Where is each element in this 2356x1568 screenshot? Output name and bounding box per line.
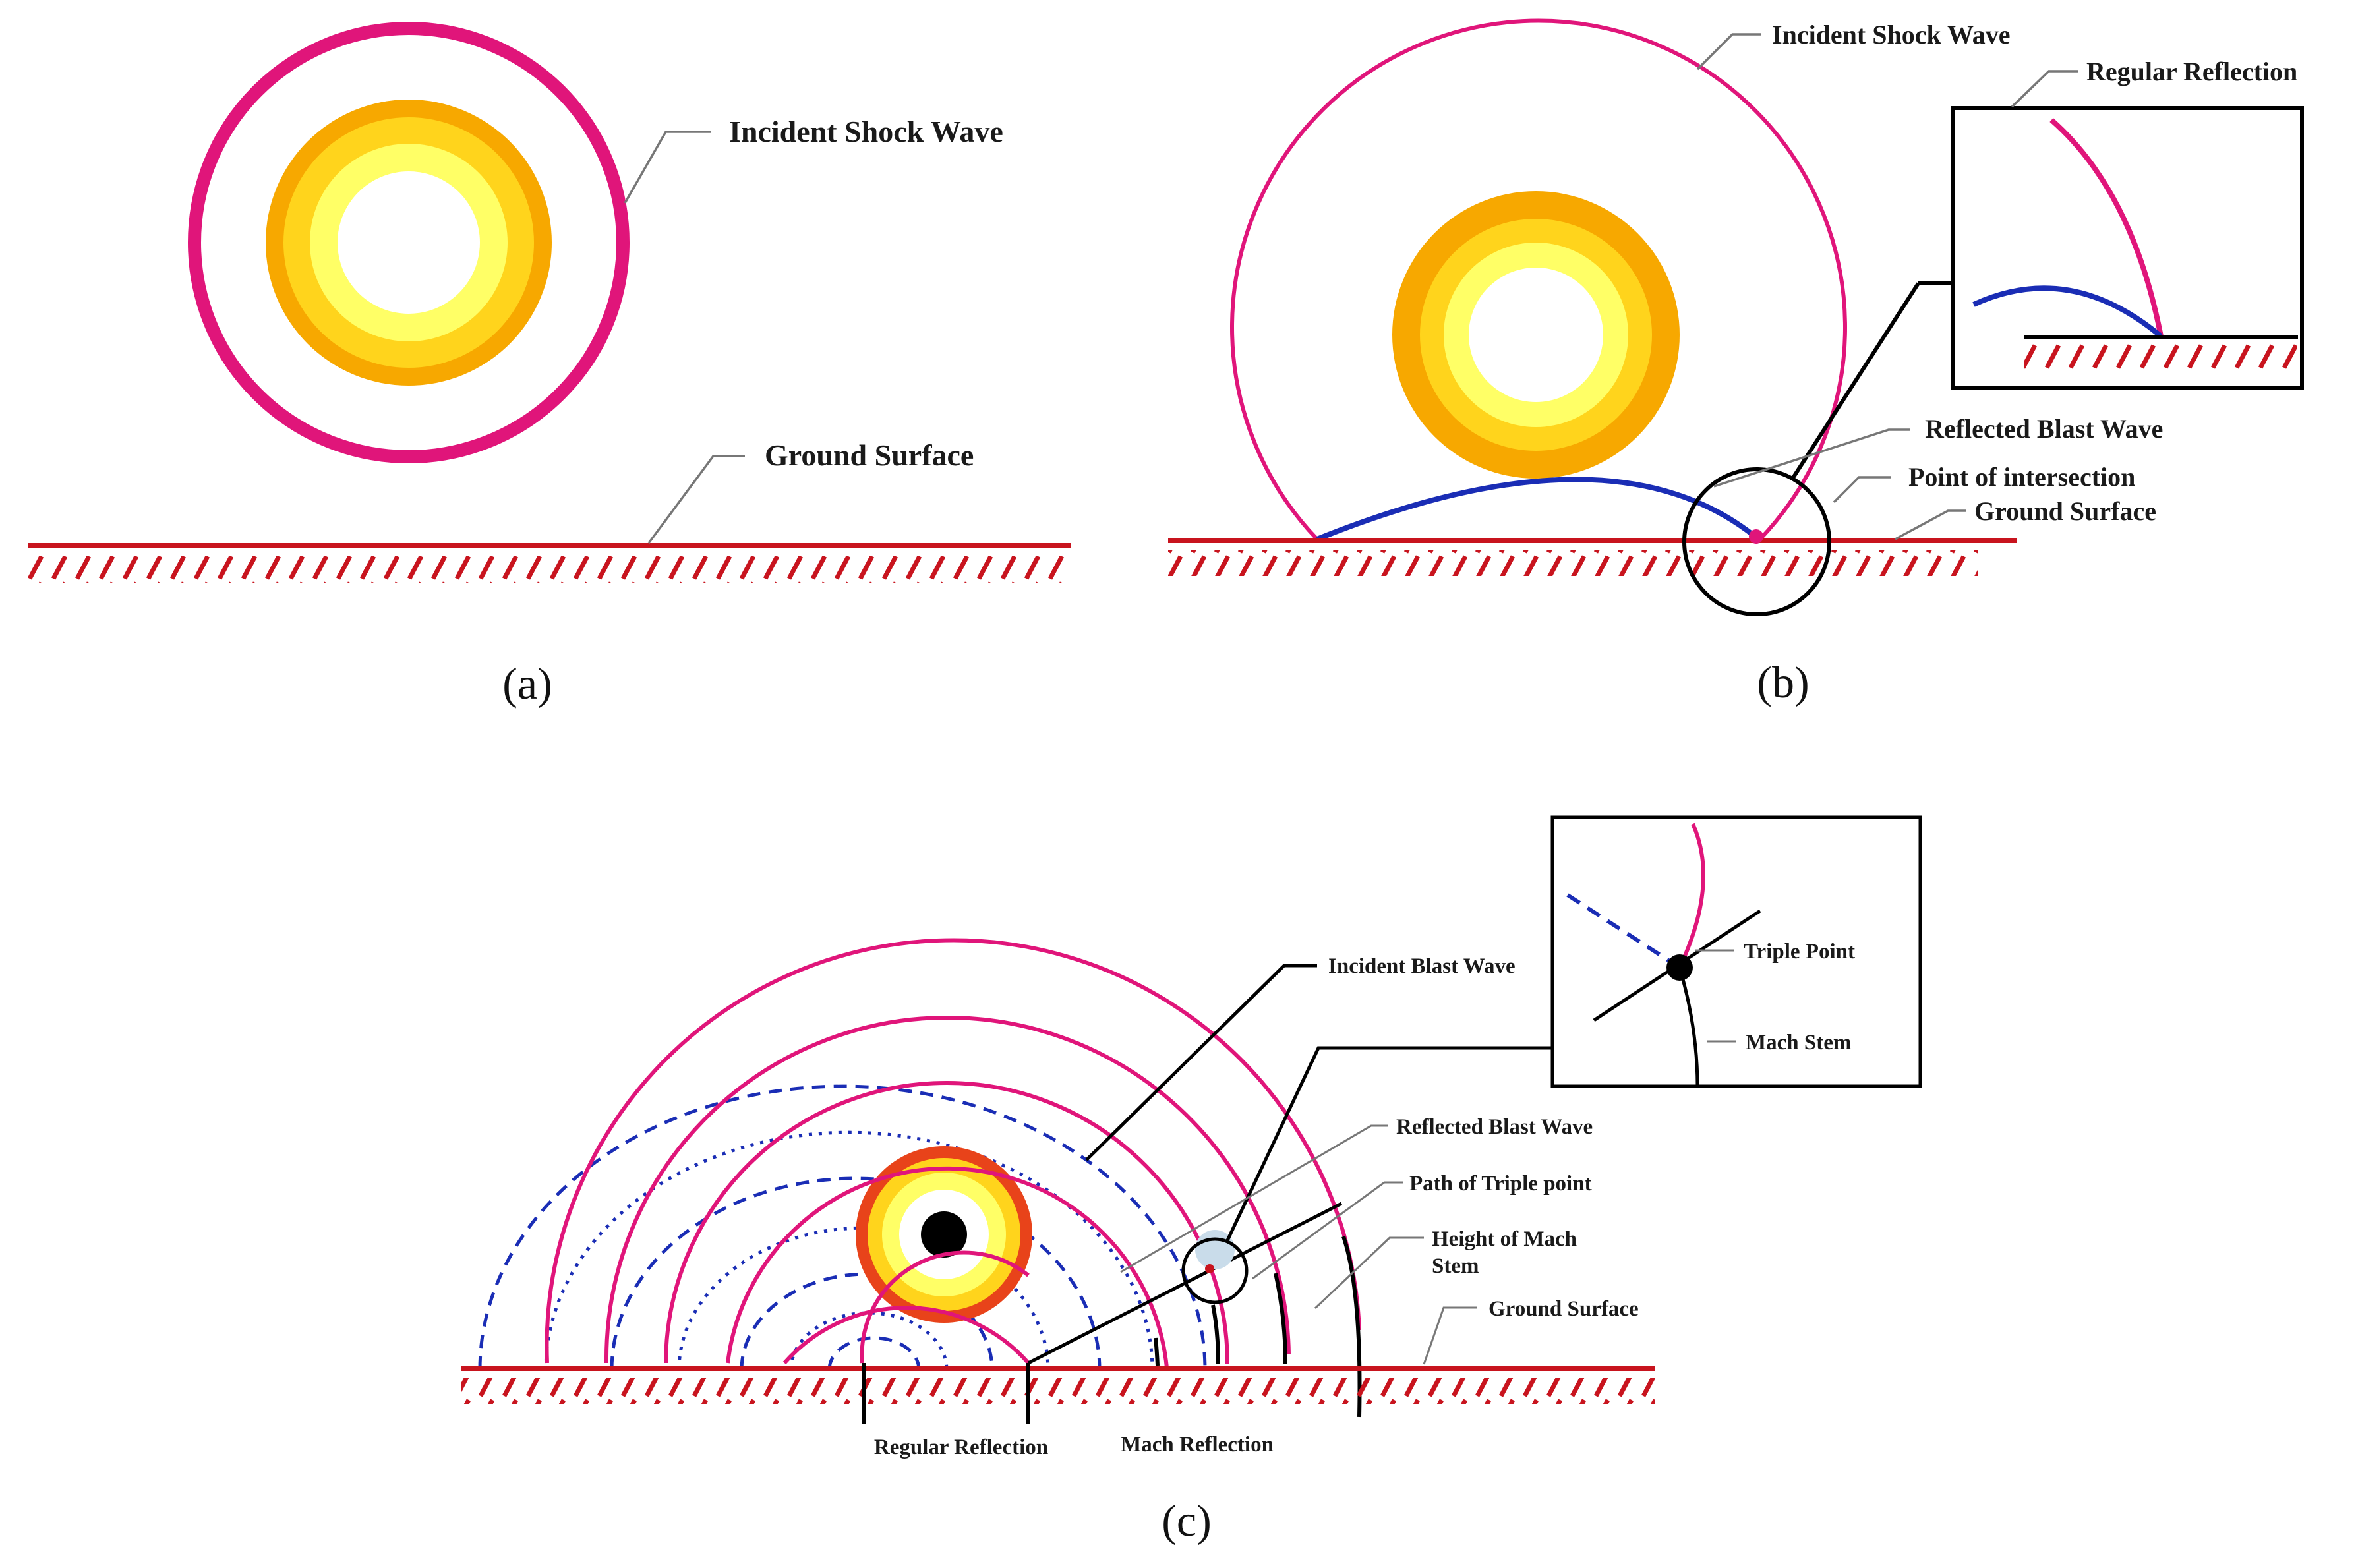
inset-triple-point (1550, 815, 1922, 1088)
ground-surface-c (461, 1366, 1655, 1404)
incident-shock-wave-a (188, 22, 630, 463)
leaders-b (1696, 33, 2078, 540)
fireball-a (266, 100, 552, 386)
label-ground-surface-b: Ground Surface (1974, 496, 2156, 526)
label-height-of-mach-stem-line2: Stem (1432, 1254, 1479, 1278)
label-incident-shock-wave-b: Incident Shock Wave (1772, 20, 2011, 49)
fireball-b (1392, 191, 1680, 479)
panel-b: Incident Shock Wave Regular Reflection R… (1168, 18, 2304, 707)
label-ground-surface-a: Ground Surface (765, 438, 974, 472)
caption-c: (c) (1162, 1495, 1211, 1546)
point-of-intersection-marker (1749, 529, 1763, 544)
label-mach-stem: Mach Stem (1746, 1031, 1851, 1055)
label-regular-reflection-c: Regular Reflection (874, 1436, 1048, 1459)
leaders-c (1120, 949, 1736, 1365)
triple-point-dot-inset (1666, 954, 1693, 981)
caption-a: (a) (502, 658, 552, 709)
label-ground-surface-c: Ground Surface (1488, 1297, 1639, 1321)
label-height-of-mach-stem-line1: Height of Mach (1432, 1227, 1577, 1251)
ground-surface-b (1168, 538, 2017, 576)
label-point-of-intersection: Point of intersection (1908, 462, 2135, 492)
label-reflected-blast-wave-c: Reflected Blast Wave (1396, 1115, 1593, 1139)
charge-core (921, 1211, 967, 1258)
panel-c: Incident Blast Wave Triple Point Mach St… (461, 815, 1922, 1546)
ground-surface-a (28, 543, 1071, 583)
leader-incident-a (624, 131, 711, 204)
incident-blast-waves-c (545, 938, 1361, 1368)
detail-circle-b (1682, 467, 1831, 616)
caption-b: (b) (1757, 657, 1809, 707)
detail-circle-c (1181, 1237, 1249, 1304)
label-path-of-triple-point: Path of Triple point (1409, 1172, 1592, 1196)
label-regular-reflection-b: Regular Reflection (2086, 57, 2297, 86)
label-triple-point: Triple Point (1744, 940, 1855, 964)
leader-ground-a (647, 455, 745, 544)
detail-connector-b (1790, 281, 1953, 481)
incident-shock-wave-b (1230, 18, 1847, 541)
label-mach-reflection: Mach Reflection (1121, 1433, 1274, 1457)
detail-connectors-c (1085, 964, 1552, 1242)
inset-regular-reflection (1951, 106, 2304, 390)
label-incident-blast-wave-c: Incident Blast Wave (1328, 954, 1516, 978)
label-incident-shock-wave-a: Incident Shock Wave (729, 115, 1003, 148)
region-ticks-c (862, 1363, 1030, 1424)
triple-point-marker-c (1205, 1264, 1214, 1273)
reflected-blast-wave-b (1316, 477, 1755, 542)
label-reflected-blast-wave-b: Reflected Blast Wave (1925, 414, 2163, 444)
panel-a: Incident Shock Wave Ground Surface (a) (28, 22, 1071, 709)
